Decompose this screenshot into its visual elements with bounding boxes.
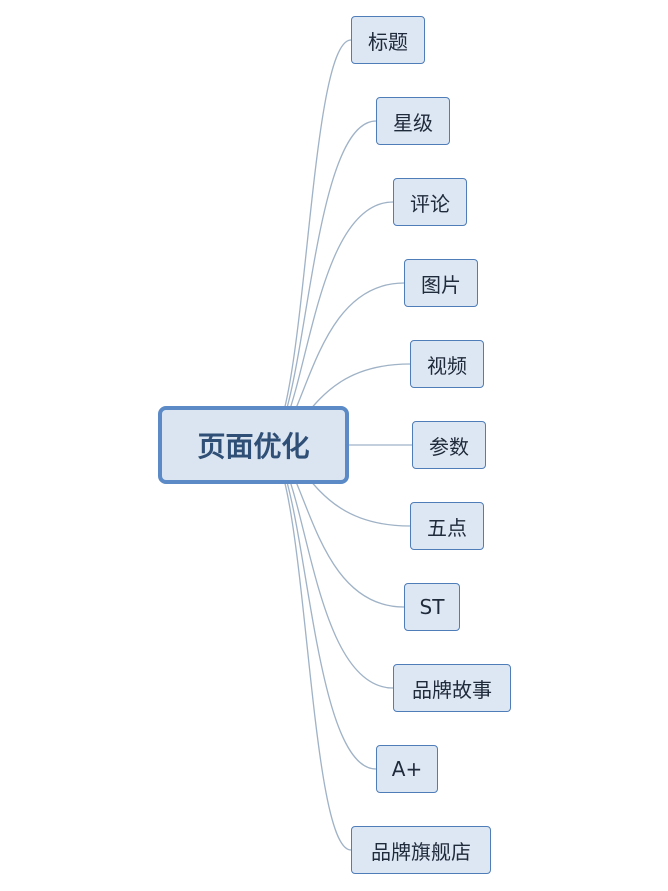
root-node-label: 页面优化	[197, 430, 310, 463]
child-node-video[interactable]: 视频	[410, 340, 484, 388]
child-node-a-plus[interactable]: A+	[376, 745, 438, 793]
child-node-brand-story[interactable]: 品牌故事	[393, 664, 511, 712]
child-node-label: ST	[419, 595, 445, 619]
child-node-label: 标题	[368, 29, 408, 54]
child-node-label: 品牌旗舰店	[371, 839, 471, 864]
child-node-label: 星级	[393, 110, 433, 135]
connector-line-1	[264, 120, 377, 446]
child-node-title[interactable]: 标题	[351, 16, 425, 64]
child-node-parameters[interactable]: 参数	[412, 421, 486, 469]
child-node-brand-store[interactable]: 品牌旗舰店	[351, 826, 491, 874]
child-node-label: 图片	[421, 272, 461, 297]
connector-line-9	[264, 444, 377, 770]
child-node-reviews[interactable]: 评论	[393, 178, 467, 226]
child-node-label: 五点	[427, 515, 467, 540]
child-node-label: 品牌故事	[412, 677, 492, 702]
child-node-st[interactable]: ST	[404, 583, 460, 631]
child-node-label: 评论	[410, 191, 450, 216]
child-node-label: 参数	[429, 434, 469, 459]
child-node-images[interactable]: 图片	[404, 259, 478, 307]
root-node-page-optimization[interactable]: 页面优化	[158, 406, 349, 484]
child-node-label: 视频	[427, 353, 467, 378]
child-node-five-points[interactable]: 五点	[410, 502, 484, 550]
child-node-label: A+	[391, 757, 423, 781]
child-node-star-rating[interactable]: 星级	[376, 97, 450, 145]
